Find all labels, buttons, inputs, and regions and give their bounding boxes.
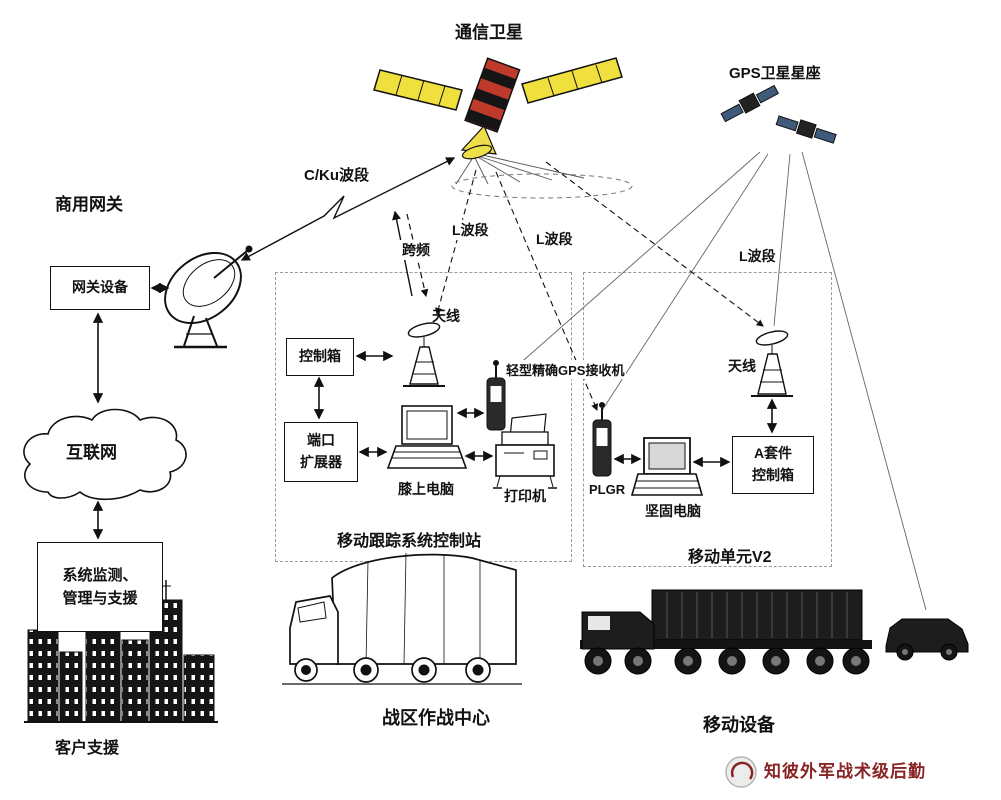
rugged-computer-label: 坚固电脑: [645, 503, 701, 519]
printer-label: 打印机: [502, 486, 548, 506]
theater-center-label: 战区作战中心: [382, 708, 490, 728]
gateway-equipment-box: 网关设备: [50, 266, 150, 310]
l-band-label-1: L波段: [450, 220, 491, 240]
gps-downlink-lines: [507, 151, 927, 611]
customer-support-label: 客户支援: [55, 740, 120, 757]
laptop-label: 膝上电脑: [398, 481, 454, 497]
comm-satellite-label: 通信卫星: [455, 23, 523, 42]
theater-truck-icon: [282, 552, 522, 685]
control-station-label: 移动跟踪系统控制站: [337, 533, 482, 550]
small-vehicle-icon: [885, 618, 969, 661]
port-expander-box: 端口 扩展器: [284, 422, 358, 482]
satellite-beam-lines: [455, 153, 585, 185]
watermark-label: 知彼外军战术级后勤: [764, 762, 926, 781]
internet-cloud: [23, 408, 187, 501]
gateway-dish-antenna-icon: [164, 245, 253, 349]
a-kit-line2: 控制箱: [752, 467, 794, 483]
gps-receiver-icon: [486, 360, 506, 431]
port-expander-line2: 扩展器: [300, 454, 342, 470]
commercial-gateway-label: 商用网关: [55, 195, 123, 214]
mobile-truck-icon: [580, 589, 872, 675]
cross-freq-label: 跨频: [400, 240, 432, 260]
system-monitor-box: 系统监测、 管理与支援: [37, 542, 163, 632]
antenna-label-1: 天线: [432, 308, 460, 324]
laptop-icon: [386, 405, 468, 469]
plgr-label: PLGR: [589, 482, 626, 497]
control-box: 控制箱: [286, 338, 354, 376]
mobile-unit-label: 移动单元V2: [688, 549, 772, 566]
connection-arrows: [92, 282, 778, 540]
rugged-computer-icon: [630, 437, 704, 496]
antenna-icon-2: [751, 330, 793, 397]
gps-constellation-icon: [720, 84, 837, 144]
communication-satellite-icon: [373, 57, 623, 160]
antenna-label-2: 天线: [728, 358, 756, 374]
antenna-icon-1: [403, 322, 445, 387]
system-monitor-line2: 管理与支援: [62, 590, 138, 607]
beam-footprint-ellipse: [451, 173, 633, 199]
watermark-logo-icon: [725, 756, 757, 788]
gps-receiver-label: 轻型精确GPS接收机: [504, 360, 627, 379]
a-kit-line1: A套件: [753, 445, 793, 462]
port-expander-line1: 端口: [307, 432, 335, 449]
cku-band-label: C/Ku波段: [302, 164, 371, 185]
internet-label: 互联网: [66, 443, 117, 462]
plgr-icon: [592, 402, 612, 477]
mobile-unit-region: [583, 272, 832, 567]
cku-band-link-line: [240, 157, 456, 261]
l-band-label-2: L波段: [534, 229, 575, 249]
system-monitor-line1: 系统监测、: [62, 566, 138, 584]
gps-constellation-label: GPS卫星星座: [729, 65, 821, 82]
gateway-equipment-label: 网关设备: [72, 279, 128, 296]
control-box-label: 控制箱: [299, 348, 341, 365]
mobile-equipment-label: 移动设备: [703, 715, 775, 735]
a-kit-control-box: A套件 控制箱: [732, 436, 814, 494]
l-band-label-3: L波段: [737, 246, 778, 266]
